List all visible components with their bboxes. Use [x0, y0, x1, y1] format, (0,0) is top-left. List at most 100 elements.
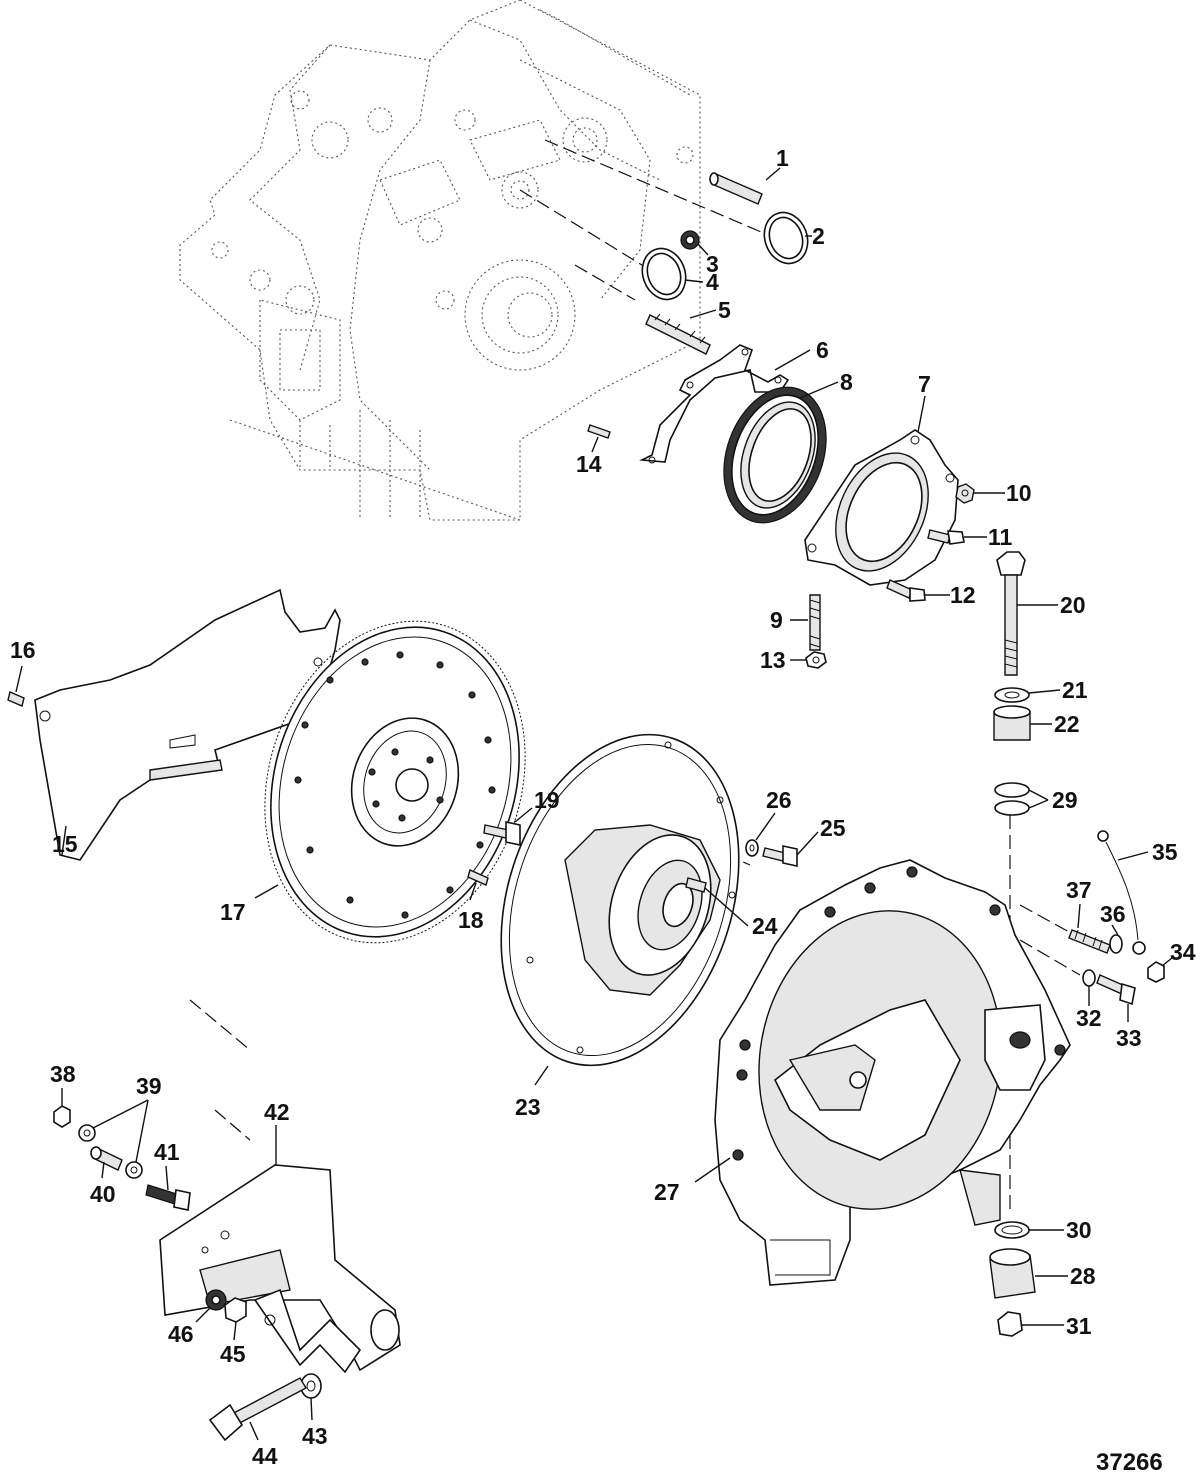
callout-46-label: 46	[168, 1321, 194, 1347]
callout-21-label: 21	[1062, 677, 1088, 703]
callout-32-label: 32	[1076, 1005, 1102, 1031]
callout-11-label: 11	[988, 524, 1013, 550]
part-12-bolt	[886, 579, 926, 602]
callout-19-label: 19	[534, 787, 560, 813]
callout-7-label: 7	[918, 371, 931, 397]
callout-30-label: 30	[1066, 1217, 1092, 1243]
callout-27: 27	[654, 1157, 731, 1205]
part-32-washer	[1082, 969, 1096, 987]
callout-9: 9	[770, 607, 808, 633]
callout-16-label: 16	[10, 637, 36, 663]
callout-43: 43	[302, 1397, 328, 1449]
callout-44-label: 44	[252, 1443, 278, 1469]
part-5-stud	[645, 313, 711, 355]
part-26-washer	[745, 839, 759, 857]
callout-36: 36	[1100, 901, 1126, 936]
callout-40-label: 40	[90, 1181, 116, 1207]
callout-42-label: 42	[264, 1099, 290, 1125]
callout-33-label: 33	[1116, 1025, 1142, 1051]
part-28-mount-bushing	[989, 1248, 1036, 1299]
callout-29: 29	[1028, 787, 1078, 813]
part-23-drive-plate	[500, 733, 740, 1067]
callout-42: 42	[264, 1099, 290, 1165]
callout-10: 10	[974, 480, 1032, 506]
part-31-nut	[997, 1311, 1023, 1337]
callout-3: 3	[697, 243, 719, 277]
callout-4: 4	[684, 269, 719, 295]
part-16-screw	[7, 691, 25, 707]
callout-23: 23	[515, 1065, 549, 1120]
callout-4-label: 4	[706, 269, 719, 295]
part-21-washer	[994, 687, 1030, 703]
callout-20-label: 20	[1060, 592, 1086, 618]
callout-2-label: 2	[812, 223, 825, 249]
part-15-flywheel-cover	[34, 588, 341, 861]
callout-34-label: 34	[1170, 939, 1196, 965]
callout-15: 15	[52, 825, 78, 857]
callout-45: 45	[220, 1321, 246, 1367]
part-34-nut	[1147, 961, 1165, 983]
part-39-washers	[78, 1124, 143, 1179]
part-25-bolt	[762, 845, 798, 867]
callout-9-label: 9	[770, 607, 783, 633]
callout-21: 21	[1028, 677, 1088, 703]
callout-26-label: 26	[766, 787, 792, 813]
callout-12: 12	[925, 582, 976, 608]
part-13-nut	[805, 651, 827, 669]
engine-block-phantom	[179, 0, 701, 521]
callout-31: 31	[1022, 1313, 1092, 1339]
callout-2: 2	[805, 223, 825, 249]
part-33-bolt	[1096, 974, 1136, 1006]
part-40-spacer	[90, 1146, 123, 1171]
part-41-stud	[145, 1184, 191, 1211]
part-11-bolt	[927, 529, 965, 545]
part-6-gasket	[639, 344, 790, 464]
callout-14: 14	[576, 436, 602, 477]
part-29-washers	[994, 782, 1030, 816]
callout-14-label: 14	[576, 451, 602, 477]
part-42-bracket	[159, 1164, 401, 1374]
callout-35: 35	[1117, 839, 1178, 865]
part-35-ground-strap	[1097, 830, 1146, 955]
callout-19: 19	[514, 787, 560, 823]
part-3-plug	[680, 230, 700, 250]
part-2-seal-ring	[763, 211, 809, 265]
callout-43-label: 43	[302, 1423, 328, 1449]
part-9-stud	[809, 594, 821, 651]
callout-17-label: 17	[220, 899, 246, 925]
callout-35-label: 35	[1152, 839, 1178, 865]
callout-27-label: 27	[654, 1179, 680, 1205]
callout-1: 1	[765, 145, 789, 181]
part-7-seal-housing	[804, 429, 959, 586]
part-14-pin	[587, 424, 611, 439]
callout-46: 46	[168, 1307, 211, 1347]
callout-13: 13	[760, 647, 806, 673]
part-45-nut	[224, 1297, 247, 1323]
callout-37: 37	[1066, 877, 1092, 929]
callout-41: 41	[154, 1139, 180, 1191]
callout-6: 6	[774, 337, 829, 371]
part-27-flywheel-housing	[714, 859, 1071, 1286]
callout-45-label: 45	[220, 1341, 246, 1367]
callout-10-label: 10	[1006, 480, 1032, 506]
part-1-dowel-pin	[709, 172, 763, 205]
callout-11: 11	[964, 524, 1013, 550]
callout-8-label: 8	[840, 369, 853, 395]
callout-6-label: 6	[816, 337, 829, 363]
callout-7: 7	[917, 371, 931, 433]
callout-29-label: 29	[1052, 787, 1078, 813]
callout-1-label: 1	[776, 145, 789, 171]
callout-31-label: 31	[1066, 1313, 1092, 1339]
callout-22-label: 22	[1054, 711, 1080, 737]
callout-8: 8	[799, 369, 853, 399]
callout-13-label: 13	[760, 647, 786, 673]
callout-15-label: 15	[52, 831, 78, 857]
part-10-nut	[955, 483, 975, 504]
callout-44: 44	[249, 1421, 278, 1469]
callout-36-label: 36	[1100, 901, 1126, 927]
callout-38-label: 38	[50, 1061, 76, 1087]
callout-28-label: 28	[1070, 1263, 1096, 1289]
part-38-nut	[53, 1105, 71, 1128]
callout-41-label: 41	[154, 1139, 180, 1165]
